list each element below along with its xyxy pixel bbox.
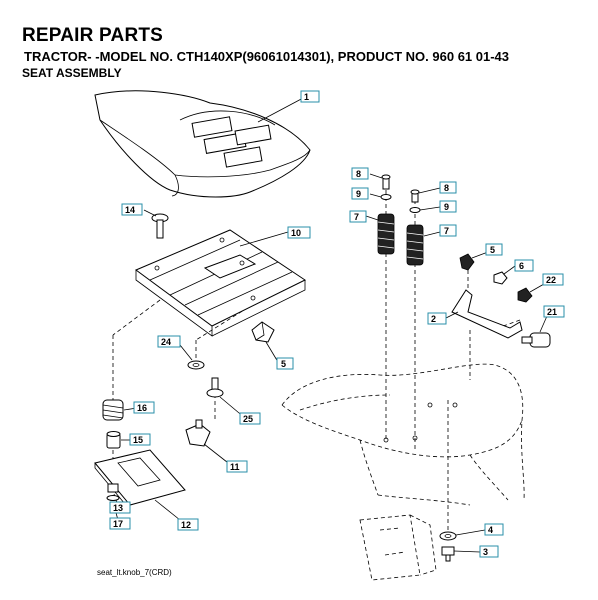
spring-7-right-part	[406, 224, 441, 266]
callout-25: 25	[239, 412, 261, 425]
callout-22: 22	[542, 273, 564, 286]
callout-21: 21	[543, 305, 565, 318]
callout-17: 17	[109, 517, 131, 530]
seat-part	[94, 90, 311, 198]
svg-text:16: 16	[137, 403, 147, 413]
svg-text:5: 5	[490, 245, 495, 255]
callout-8-left: 8	[351, 167, 369, 180]
bolt-3-part	[441, 546, 481, 562]
svg-text:7: 7	[354, 212, 359, 222]
bolt-8-right-part	[410, 187, 441, 203]
svg-text:2: 2	[431, 314, 436, 324]
callout-11: 11	[226, 460, 248, 473]
washer-9-right-part	[409, 206, 441, 213]
callout-24: 24	[157, 335, 181, 348]
nut-22-part	[517, 283, 545, 303]
page-title: REPAIR PARTS	[22, 25, 164, 46]
callout-10: 10	[287, 226, 311, 239]
svg-text:4: 4	[488, 525, 493, 535]
svg-text:17: 17	[113, 519, 123, 529]
svg-text:5: 5	[281, 359, 286, 369]
page-header: REPAIR PARTS TRACTOR- -MODEL NO. CTH140X…	[22, 25, 510, 81]
svg-text:11: 11	[230, 462, 240, 472]
svg-text:22: 22	[546, 275, 556, 285]
svg-text:3: 3	[483, 547, 488, 557]
svg-text:9: 9	[356, 189, 361, 199]
svg-text:25: 25	[243, 414, 253, 424]
svg-text:8: 8	[444, 183, 449, 193]
spring-16-part	[102, 399, 138, 421]
callout-5-left: 5	[276, 357, 294, 370]
knob-11-part	[185, 419, 233, 467]
svg-text:21: 21	[547, 307, 557, 317]
svg-text:7: 7	[444, 226, 449, 236]
callout-5-right: 5	[485, 243, 503, 256]
knob-5-part	[251, 321, 279, 363]
washer-24-part	[179, 344, 205, 370]
stud-25-part	[206, 377, 246, 419]
callout-9-left: 9	[351, 187, 369, 200]
section-title: SEAT ASSEMBLY	[22, 66, 122, 80]
svg-text:9: 9	[444, 202, 449, 212]
callout-8-right: 8	[439, 181, 457, 194]
bushing-15-part	[106, 431, 130, 449]
callout-13: 13	[109, 501, 131, 514]
tractor-body-outline	[281, 363, 525, 581]
callout-16: 16	[133, 401, 155, 414]
bolt-8-left-part	[369, 173, 391, 190]
svg-text:14: 14	[125, 205, 135, 215]
callout-4: 4	[484, 523, 504, 536]
callout-14: 14	[121, 203, 143, 216]
bolt-14-part	[143, 209, 169, 239]
svg-text:6: 6	[519, 261, 524, 271]
assembly-guide-lines	[112, 190, 521, 530]
svg-text:15: 15	[133, 435, 143, 445]
callout-12: 12	[177, 518, 199, 531]
seat-pan-part	[134, 229, 306, 337]
callout-6: 6	[514, 259, 534, 272]
washer-4-part	[439, 529, 486, 541]
callout-2: 2	[427, 312, 447, 325]
svg-text:13: 13	[113, 503, 123, 513]
svg-text:12: 12	[181, 520, 191, 530]
callout-15: 15	[129, 433, 151, 446]
svg-text:1: 1	[304, 92, 309, 102]
diagram-code: seat_lt.knob_7(CRD)	[97, 568, 172, 577]
callout-9-right: 9	[439, 200, 457, 213]
callout-3: 3	[479, 545, 499, 558]
callout-7-left: 7	[349, 210, 367, 223]
callout-7-right: 7	[439, 224, 457, 237]
knob-21-part	[521, 315, 551, 348]
bracket-2-part	[445, 289, 523, 339]
svg-text:10: 10	[291, 228, 301, 238]
svg-text:8: 8	[356, 169, 361, 179]
knob-5-right-part	[459, 251, 489, 271]
callout-1: 1	[300, 90, 320, 103]
svg-text:24: 24	[161, 337, 171, 347]
nut-6-part	[493, 265, 516, 285]
washer-9-left-part	[369, 193, 392, 200]
spring-7-left-part	[365, 213, 395, 255]
model-subtitle: TRACTOR- -MODEL NO. CTH140XP(96061014301…	[24, 49, 510, 64]
